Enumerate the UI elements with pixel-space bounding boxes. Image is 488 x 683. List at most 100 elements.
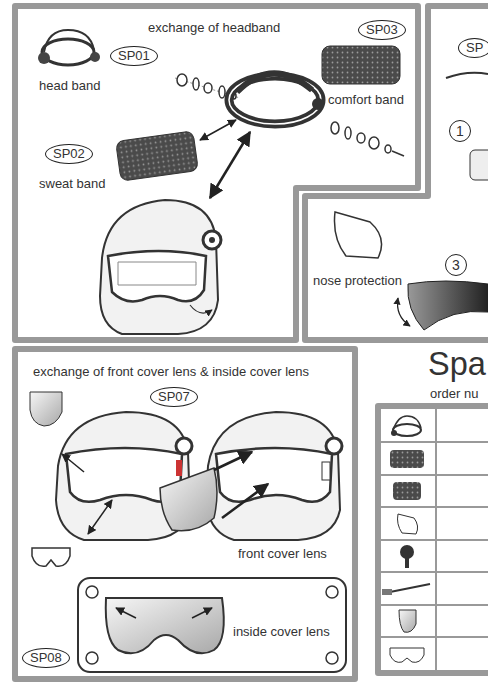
illustration-part xyxy=(392,151,404,156)
panel-border xyxy=(378,406,488,673)
illustration-part xyxy=(326,438,342,454)
illustration-part xyxy=(209,237,215,243)
illustration-part xyxy=(78,578,346,672)
illustration-part xyxy=(322,462,330,480)
illustration-part xyxy=(378,636,488,638)
illustration-part xyxy=(190,305,212,313)
part-label: head band xyxy=(39,78,100,93)
callout-oval: SP xyxy=(458,38,488,58)
illustration-part xyxy=(378,571,488,573)
illustration-part xyxy=(385,145,391,153)
illustration-part xyxy=(116,131,199,181)
illustration-part xyxy=(357,133,365,143)
illustration-part xyxy=(390,648,424,662)
label-holder: comfort band xyxy=(327,92,405,107)
headband-illustration xyxy=(38,30,404,334)
illustration-part xyxy=(206,412,340,540)
panel-heading: nose protection xyxy=(313,273,402,288)
panel-heading: Spa xyxy=(428,346,486,382)
illustration-part xyxy=(326,652,338,664)
illustration-part xyxy=(90,52,100,62)
text-holder: order nu xyxy=(430,384,478,402)
panel-heading: exchange of headband xyxy=(148,20,280,35)
illustration-part xyxy=(32,548,70,566)
part-label: comfort band xyxy=(328,92,404,107)
illustration-part xyxy=(86,586,98,598)
illustration-part xyxy=(400,545,414,559)
illustration-part xyxy=(177,74,187,86)
illustration-part xyxy=(88,500,112,534)
illustration-part xyxy=(312,98,324,110)
illustration-part xyxy=(322,46,400,84)
illustration-part xyxy=(378,474,488,476)
illustration-part xyxy=(378,604,488,606)
illustration-part xyxy=(206,412,342,540)
callout-oval: SP03 xyxy=(358,20,406,40)
text-holder: exchange of headband xyxy=(148,18,280,36)
part-code: SP08 xyxy=(30,650,62,665)
panel-outline xyxy=(296,3,488,349)
illustration-part xyxy=(378,506,488,508)
illustration-part xyxy=(203,231,221,249)
part-code: SP02 xyxy=(53,146,85,161)
illustration-part xyxy=(216,448,332,502)
illustration-part xyxy=(237,73,312,92)
illustration-part xyxy=(326,586,338,598)
label-holder: inside cover lens xyxy=(232,624,331,639)
callout-oval: SP01 xyxy=(110,46,158,66)
illustration-part xyxy=(214,452,252,470)
illustration-part xyxy=(116,608,136,618)
illustration-part xyxy=(38,52,50,64)
panel-border xyxy=(15,349,355,679)
text-holder: nose protection xyxy=(313,271,402,289)
spare-parts-table xyxy=(378,406,488,673)
nose-protection-illustration xyxy=(334,73,488,330)
illustration-part xyxy=(176,460,182,476)
part-code: SP03 xyxy=(366,22,398,37)
illustration-part xyxy=(331,122,339,134)
illustration-part xyxy=(378,539,488,541)
illustration-part xyxy=(86,652,98,664)
illustration-part xyxy=(398,514,418,534)
callout-number: 3 xyxy=(445,254,467,276)
illustration-part xyxy=(106,598,224,653)
label-holder: sweat band xyxy=(38,176,107,191)
panel-border xyxy=(15,6,418,340)
lens-illustration xyxy=(30,392,346,672)
illustration-part xyxy=(210,132,250,198)
illustration-part xyxy=(192,608,212,618)
callout-oval: SP07 xyxy=(150,387,198,407)
part-label: front cover lens xyxy=(238,546,327,561)
illustration-part xyxy=(399,610,416,632)
illustration-part xyxy=(334,212,381,258)
illustration-part xyxy=(222,484,268,518)
panel-heading: exchange of front cover lens & inside co… xyxy=(33,364,309,379)
illustration-part xyxy=(378,441,488,443)
step-number: 3 xyxy=(452,257,460,273)
text-holder: Spa xyxy=(428,346,486,383)
illustration-part xyxy=(44,30,94,52)
part-label: inside cover lens xyxy=(233,624,330,639)
callout-oval: SP08 xyxy=(22,648,70,668)
illustration-part xyxy=(219,86,225,98)
illustration-part xyxy=(176,438,192,454)
illustration-part xyxy=(86,586,338,664)
illustration-part xyxy=(193,78,199,90)
illustration-part xyxy=(118,262,196,285)
illustration-part xyxy=(393,416,421,430)
label-holder: head band xyxy=(38,78,101,93)
illustration-part xyxy=(200,120,236,140)
part-code: SP xyxy=(466,40,483,55)
text-holder: exchange of front cover lens & inside co… xyxy=(33,362,309,380)
part-label: sweat band xyxy=(39,176,106,191)
panel-border xyxy=(305,6,488,340)
illustration-part xyxy=(408,281,488,330)
illustration-part xyxy=(42,39,94,65)
illustration-part xyxy=(405,557,409,568)
illustration-part xyxy=(470,150,488,180)
illustration-part xyxy=(390,450,424,468)
panel-outline xyxy=(375,403,488,683)
illustration-part xyxy=(435,406,437,673)
illustration-part xyxy=(398,298,411,326)
illustration-part xyxy=(331,122,391,153)
